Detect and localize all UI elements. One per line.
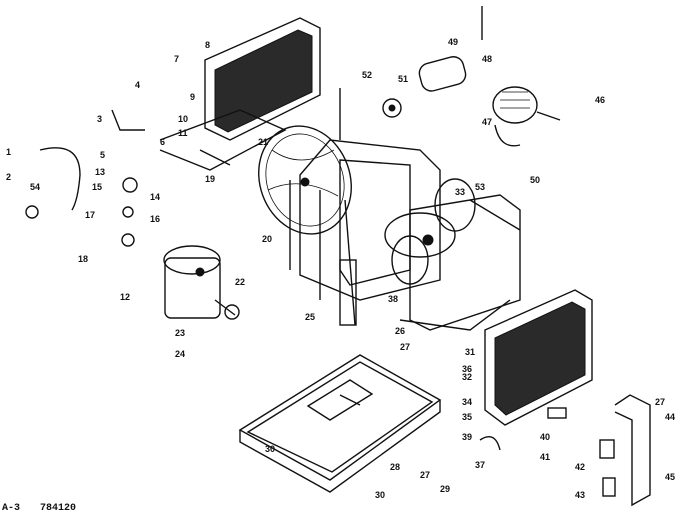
callout-24: 24 xyxy=(175,349,185,359)
callout-48: 48 xyxy=(482,54,492,64)
condenser-coil xyxy=(484,289,593,426)
callout-10: 10 xyxy=(178,114,188,124)
callout-49: 49 xyxy=(448,37,458,47)
base-pan xyxy=(238,354,442,493)
callout-2: 2 xyxy=(6,172,11,182)
callout-13: 13 xyxy=(95,167,105,177)
callout-43: 43 xyxy=(575,490,585,500)
callout-35: 35 xyxy=(462,412,472,422)
callout-53: 53 xyxy=(475,182,485,192)
callout-44: 44 xyxy=(665,412,675,422)
callout-20: 20 xyxy=(262,234,272,244)
callout-12: 12 xyxy=(120,292,130,302)
callout-40: 40 xyxy=(540,432,550,442)
callout-39: 39 xyxy=(462,432,472,442)
callout-5: 5 xyxy=(100,150,105,160)
callout-23: 23 xyxy=(175,328,185,338)
callout-9: 9 xyxy=(190,92,195,102)
drawing-code: 784120 xyxy=(40,503,76,514)
callout-34: 34 xyxy=(462,397,472,407)
callout-11: 11 xyxy=(178,128,188,138)
callout-4: 4 xyxy=(135,80,140,90)
callout-42: 42 xyxy=(575,462,585,472)
callout-22: 22 xyxy=(235,277,245,287)
callout-50: 50 xyxy=(530,175,540,185)
callout-28: 28 xyxy=(390,462,400,472)
callout-26: 26 xyxy=(395,326,405,336)
callout-32: 32 xyxy=(462,372,472,382)
tubing-lines xyxy=(25,6,501,451)
callout-52: 52 xyxy=(362,70,372,80)
evaporator-coil xyxy=(159,17,321,171)
callout-8: 8 xyxy=(205,40,210,50)
callout-16: 16 xyxy=(150,214,160,224)
callout-7: 7 xyxy=(174,54,179,64)
callout-46: 46 xyxy=(595,95,605,105)
callout-41: 41 xyxy=(540,452,550,462)
callout-29: 29 xyxy=(440,484,450,494)
callout-15: 15 xyxy=(92,182,102,192)
callout-25: 25 xyxy=(305,312,315,322)
callout-47: 47 xyxy=(482,117,492,127)
callout-17: 17 xyxy=(85,210,95,220)
callout-38: 38 xyxy=(388,294,398,304)
compressor xyxy=(163,245,240,320)
condenser-shroud xyxy=(399,194,521,331)
callout-3: 3 xyxy=(97,114,102,124)
callout-27b: 27 xyxy=(655,397,665,407)
control-bracket xyxy=(547,394,651,507)
callout-45: 45 xyxy=(665,472,675,482)
callout-27c: 27 xyxy=(420,470,430,480)
callout-21: 21 xyxy=(258,137,268,147)
callout-30: 30 xyxy=(265,444,275,454)
callout-37: 37 xyxy=(475,460,485,470)
fan-shroud xyxy=(289,139,441,326)
callout-30b: 30 xyxy=(375,490,385,500)
callout-51: 51 xyxy=(398,74,408,84)
callout-31: 31 xyxy=(465,347,475,357)
fan-motor xyxy=(492,86,561,147)
callout-33: 33 xyxy=(455,187,465,197)
callout-1: 1 xyxy=(6,147,11,157)
callout-6: 6 xyxy=(160,137,165,147)
blower-wheel xyxy=(258,125,352,235)
callout-18: 18 xyxy=(78,254,88,264)
figure-number: A-3 xyxy=(2,503,20,514)
callout-labels: 1 2 3 4 5 6 7 8 9 10 11 12 13 14 15 16 1… xyxy=(6,37,675,500)
callout-36: 36 xyxy=(462,364,472,374)
callout-27: 27 xyxy=(400,342,410,352)
callout-54: 54 xyxy=(30,182,40,192)
capacitor xyxy=(382,56,467,118)
callout-14: 14 xyxy=(150,192,160,202)
callout-19: 19 xyxy=(205,174,215,184)
